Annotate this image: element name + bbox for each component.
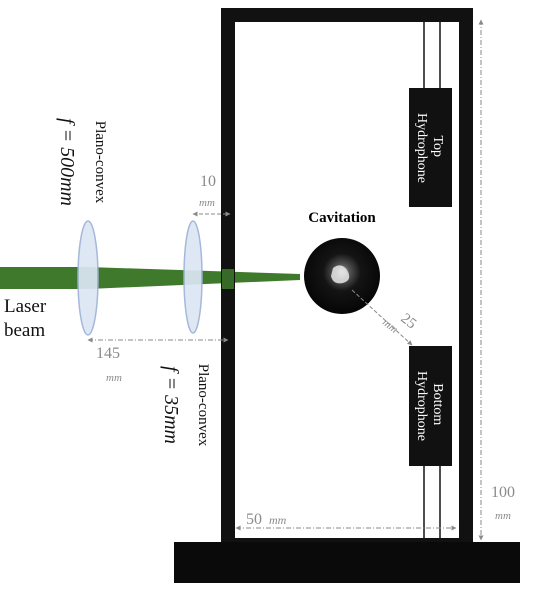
- lens-spacing-unit: mm: [106, 372, 122, 384]
- laser-beam: [0, 267, 300, 289]
- gap-unit: mm: [199, 197, 215, 209]
- bubble-highlight: [331, 265, 350, 284]
- cavitation-label: Cavitation: [308, 210, 376, 226]
- laser-window: [222, 269, 234, 289]
- top-hydrophone: [409, 88, 452, 207]
- gap-value: 10: [200, 173, 216, 190]
- laser-beam-label: Laser beam: [4, 296, 51, 341]
- lens-plano-convex-35mm: [183, 220, 203, 334]
- bubble-distance-dimension-line: [351, 289, 413, 346]
- lens2-type-label: Plano-convex: [195, 364, 211, 447]
- lens-plano-convex-500mm: [77, 220, 99, 336]
- bottom-hydrophone-label: Bottom Hydrophone: [414, 371, 445, 441]
- height-unit: mm: [495, 510, 511, 522]
- lens2-focal-label: f = 35mm: [160, 366, 182, 444]
- bubble-distance-label: 25 mm: [380, 303, 422, 345]
- width-label: 50 mm: [246, 511, 287, 528]
- tank-base: [174, 542, 520, 583]
- height-value: 100: [491, 484, 515, 501]
- lens1-focal-label: f = 500mm: [56, 118, 78, 206]
- lens-spacing-value: 145: [96, 345, 120, 362]
- lens1-type-label: Plano-convex: [92, 121, 108, 204]
- top-hydrophone-label: Top Hydrophone: [414, 113, 445, 183]
- bottom-hydrophone: [409, 346, 452, 466]
